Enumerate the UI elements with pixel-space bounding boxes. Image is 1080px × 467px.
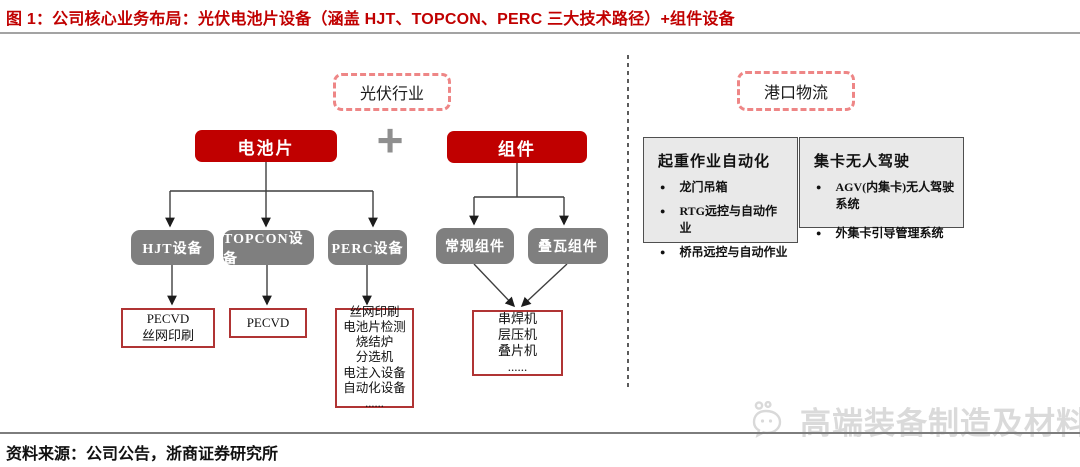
list-item-label: AGV(内集卡)无人驾驶系统	[835, 180, 955, 211]
chat-bubbles-icon	[752, 400, 782, 438]
equipment-line: 层压机	[497, 326, 537, 342]
list-item: 龙门吊箱	[656, 178, 789, 195]
hjt-equipment-box: PECVD 丝网印刷	[121, 308, 215, 348]
route-node-topcon-label: TOPCON设备	[223, 231, 304, 267]
port-logistics-label: 港口物流	[763, 85, 828, 102]
equipment-line: 丝网印刷	[349, 304, 400, 319]
bottom-divider-rule	[0, 432, 1080, 434]
module-type-node-conventional: 常规组件	[436, 228, 514, 264]
list-item: RTG远控与自动作业	[656, 202, 789, 236]
crane-automation-group: 起重作业自动化 龙门吊箱 RTG远控与自动作业 桥吊远控与自动作业	[643, 137, 798, 259]
route-node-hjt: HJT设备	[131, 230, 214, 265]
module-node: 组件	[447, 131, 587, 163]
topcon-equipment-box: PECVD	[229, 308, 307, 338]
route-node-topcon: TOPCON设备	[223, 230, 314, 267]
equipment-line: 自动化设备	[343, 380, 406, 395]
arrow-conventional-to-equipment	[473, 263, 516, 308]
module-type-node-shingled: 叠瓦组件	[528, 228, 608, 264]
module-type-shingled-label: 叠瓦组件	[538, 240, 598, 255]
equipment-line: 串焊机	[497, 310, 537, 326]
cell-node: 电池片	[195, 130, 337, 162]
list-item-label: 龙门吊箱	[679, 180, 728, 194]
top-divider-rule	[0, 32, 1080, 34]
equipment-line: 电池片检测	[343, 319, 406, 334]
list-item-label: 外集卡引导管理系统	[835, 226, 944, 240]
truck-group-title: 集卡无人驾驶	[814, 154, 911, 170]
driverless-truck-group: 集卡无人驾驶 AGV(内集卡)无人驾驶系统 外集卡引导管理系统	[799, 137, 964, 240]
list-item: 桥吊远控与自动作业	[656, 243, 789, 260]
route-node-perc: PERC设备	[328, 230, 407, 265]
port-logistics-header: 港口物流	[737, 71, 855, 111]
crane-group-title: 起重作业自动化	[658, 154, 771, 170]
equipment-line: ......	[365, 396, 384, 411]
equipment-line: PECVD	[146, 311, 190, 327]
pv-industry-label: 光伏行业	[359, 86, 424, 103]
equipment-line: PECVD	[246, 314, 290, 330]
module-node-label: 组件	[498, 139, 536, 159]
pv-industry-header: 光伏行业	[333, 73, 451, 111]
list-item: AGV(内集卡)无人驾驶系统	[812, 178, 955, 212]
route-node-hjt-label: HJT设备	[142, 241, 203, 257]
list-item: 外集卡引导管理系统	[812, 224, 955, 241]
list-item-label: RTG远控与自动作业	[679, 204, 778, 235]
equipment-line: 叠片机	[497, 343, 537, 358]
arrow-shingled-to-equipment	[520, 263, 568, 308]
equipment-line: 电注入设备	[343, 365, 406, 380]
equipment-line: 分选机	[355, 350, 394, 365]
equipment-line: ......	[507, 359, 528, 375]
figure-title: 图 1：公司核心业务布局：光伏电池片设备（涵盖 HJT、TOPCON、PERC …	[6, 11, 735, 28]
module-type-conventional-label: 常规组件	[445, 240, 505, 255]
route-node-perc-label: PERC设备	[331, 241, 404, 257]
module-equipment-box: 串焊机 层压机 叠片机 ......	[472, 310, 563, 376]
plus-icon: +	[376, 114, 404, 166]
source-note: 资料来源：公司公告，浙商证券研究所	[6, 446, 279, 463]
equipment-line: 烧结炉	[355, 335, 394, 350]
watermark: 高端装备制造及材料	[752, 398, 1080, 443]
watermark-label: 高端装备制造及材料	[800, 406, 1080, 441]
list-item-label: 桥吊远控与自动作业	[679, 245, 788, 259]
cell-node-label: 电池片	[237, 138, 295, 158]
equipment-line: 丝网印刷	[141, 328, 194, 343]
perc-equipment-box: 丝网印刷 电池片检测 烧结炉 分选机 电注入设备 自动化设备 ......	[335, 304, 414, 411]
